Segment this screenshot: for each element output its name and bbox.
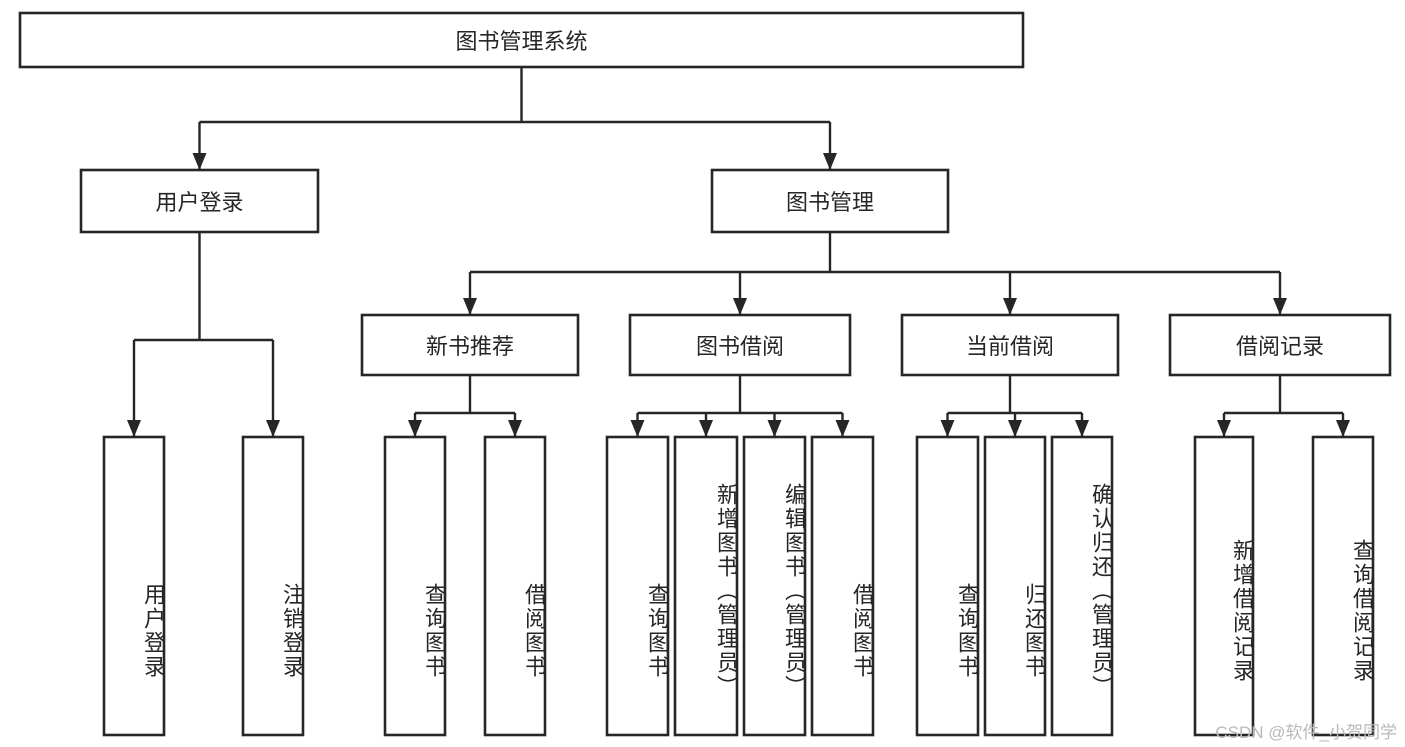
node-box-new-book-recommend[interactable] — [360, 313, 580, 377]
g-current-borrow-arrow-1 — [1008, 420, 1022, 437]
book-management-arrow-3 — [1273, 298, 1287, 315]
node-box-current-borrow[interactable] — [900, 313, 1120, 377]
g-book-borrow-arrow-1 — [699, 420, 713, 437]
node-box-user-login[interactable] — [79, 168, 320, 234]
node-box-leaf-edit-book-admin[interactable] — [742, 435, 807, 737]
g-user-login-arrow-0 — [127, 420, 141, 437]
g-book-borrow-arrow-3 — [835, 420, 850, 437]
node-box-leaf-add-book-admin[interactable] — [673, 435, 739, 737]
node-box-leaf-query-book-recommend[interactable] — [383, 435, 447, 737]
g-current-borrow-arrow-0 — [940, 420, 955, 437]
g-new-book-recommend-arrow-1 — [508, 420, 522, 437]
csdn-watermark: CSDN @软件_小贺同学 — [1215, 723, 1397, 742]
node-box-leaf-query-book-current[interactable] — [915, 435, 980, 737]
g-new-book-recommend-arrow-0 — [408, 420, 422, 437]
connector-layer — [127, 67, 1350, 437]
g-borrow-record-arrow-1 — [1336, 420, 1350, 437]
node-box-leaf-borrow-book-recommend[interactable] — [483, 435, 547, 737]
node-box-leaf-query-borrow-record[interactable] — [1311, 435, 1375, 737]
book-management-arrow-2 — [1003, 298, 1017, 315]
node-box-borrow-record[interactable] — [1168, 313, 1392, 377]
g-current-borrow-arrow-2 — [1075, 420, 1089, 437]
book-management-arrow-1 — [733, 298, 747, 315]
node-box-leaf-logout[interactable] — [241, 435, 305, 737]
g-borrow-record-arrow-0 — [1217, 420, 1231, 437]
node-box-leaf-user-login[interactable] — [102, 435, 166, 737]
node-box-leaf-query-book-borrow[interactable] — [605, 435, 670, 737]
node-box-book-management[interactable] — [710, 168, 950, 234]
node-box-leaf-confirm-return-admin[interactable] — [1050, 435, 1114, 737]
node-box-book-borrow[interactable] — [628, 313, 852, 377]
node-box-leaf-add-borrow-record[interactable] — [1193, 435, 1255, 737]
node-box-root[interactable] — [18, 11, 1025, 69]
root-arrow-0 — [192, 153, 207, 170]
g-user-login-arrow-1 — [266, 420, 280, 437]
node-box-leaf-return-book[interactable] — [983, 435, 1047, 737]
root-arrow-1 — [823, 153, 837, 170]
g-book-borrow-arrow-2 — [767, 420, 782, 437]
book-management-arrow-0 — [463, 298, 477, 315]
node-box-leaf-borrow-book[interactable] — [810, 435, 875, 737]
g-book-borrow-arrow-0 — [630, 420, 645, 437]
node-box-layer — [18, 11, 1392, 737]
